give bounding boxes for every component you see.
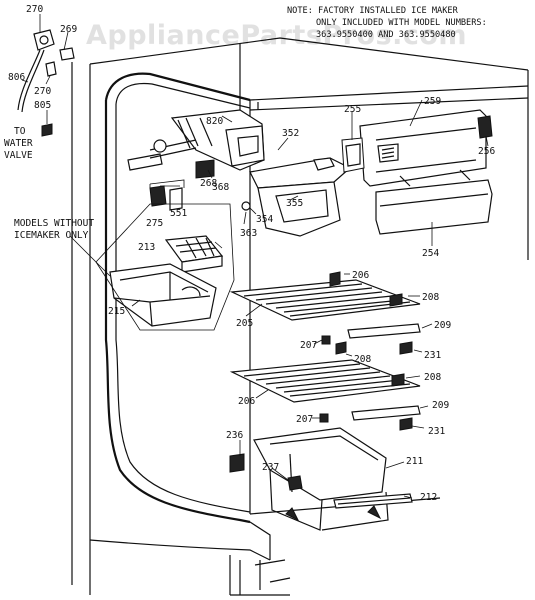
bottom-basket-211 [229,427,413,531]
label-206a: 206 [352,270,369,281]
callout-valve: VALVE [4,150,33,161]
part-208-clip-b [335,341,347,355]
callout-icemaker-only: ICEMAKER ONLY [14,230,89,241]
part-208-clip-c [391,373,405,387]
part-368-bracket [195,159,215,179]
label-355: 355 [286,198,303,209]
label-208a: 208 [422,292,439,303]
part-259-shelf [359,109,487,187]
label-209b: 209 [432,400,449,411]
label-256: 256 [478,146,495,157]
label-215: 215 [108,306,125,317]
part-255-plate [341,137,365,173]
note-line-3: 363.9550400 AND 363.9550480 [316,30,456,40]
label-211: 211 [406,456,423,467]
callout-water: WATER [4,138,33,149]
label-237: 237 [262,462,279,473]
upper-wire-shelf-205 [229,271,421,355]
label-270b: 270 [34,86,51,97]
note-line-2: ONLY INCLUDED WITH MODEL NUMBERS: [316,18,487,28]
part-231-clip-b [399,417,413,431]
label-820: 820 [206,116,223,127]
part-209-strip-lower [351,405,421,421]
models-without-callout [69,203,235,331]
part-805-grommet [41,123,53,137]
label-206b: 206 [238,396,255,407]
part-208-clip-a [389,293,403,307]
label-207b: 207 [296,414,313,425]
label-212: 212 [420,492,437,503]
label-255: 255 [344,104,361,115]
cabinet-outline [71,37,529,596]
label-268: 268 [200,178,217,189]
part-labels: 270 269 806 270 805 820 352 268 368 355 … [8,4,495,503]
part-237-clip [287,475,303,491]
ice-tray-213 [164,235,224,273]
callout-models-without: MODELS WITHOUT [14,218,94,229]
leader-lines [131,99,489,499]
label-236: 236 [226,430,243,441]
icemaker-assembly [127,109,352,237]
label-275: 275 [146,218,163,229]
label-269: 269 [60,24,77,35]
part-270-nut [45,61,57,77]
label-270: 270 [26,4,43,15]
label-806: 806 [8,72,25,83]
label-368: 368 [212,182,229,193]
label-551: 551 [170,208,187,219]
label-209a: 209 [434,320,451,331]
label-208b: 208 [354,354,371,365]
label-231b: 231 [428,426,445,437]
label-259: 259 [424,96,441,107]
callout-to: TO [14,126,26,137]
lower-wire-shelf-206 [229,359,421,431]
label-207a: 207 [300,340,317,351]
label-208c: 208 [424,372,441,383]
ice-bucket-215 [109,263,217,327]
part-354-screw [241,201,251,211]
part-268-harness [127,153,163,171]
label-213: 213 [138,242,155,253]
part-231-clip-a [399,341,413,355]
note-line-1: NOTE: FACTORY INSTALLED ICE MAKER [287,6,459,16]
watermark: AppliancePartsPros.com [86,20,467,51]
part-269-fitting [59,47,75,61]
part-207-clip-a [321,335,331,345]
label-363: 363 [240,228,257,239]
part-256-clip [477,115,493,139]
part-209-strip-upper [347,323,421,339]
part-206-clip-a [329,271,341,287]
water-line-parts [17,29,75,137]
part-551 [169,187,183,211]
label-805: 805 [34,100,51,111]
label-352: 352 [282,128,299,139]
part-236-bracket [229,453,245,473]
label-354: 354 [256,214,273,225]
part-275 [149,185,167,207]
part-207-clip-b [319,413,329,423]
label-254: 254 [422,248,439,259]
note-block: NOTE: FACTORY INSTALLED ICE MAKER ONLY I… [287,6,487,40]
label-205: 205 [236,318,253,329]
part-254-cover [375,179,493,235]
label-231a: 231 [424,350,441,361]
top-shelf-parts [341,109,493,235]
